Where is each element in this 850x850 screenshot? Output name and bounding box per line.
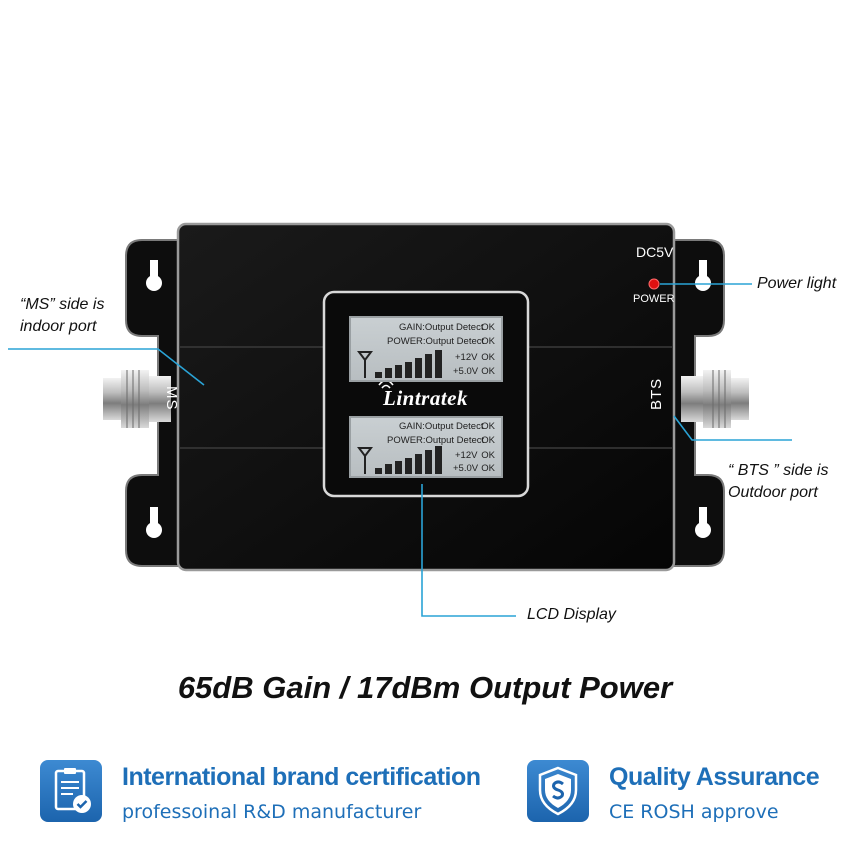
lcd-status: OK xyxy=(481,336,495,347)
lcd-row: +5.0V xyxy=(453,366,479,377)
callout-text: “ BTS ” side is xyxy=(728,462,829,479)
lcd-status: OK xyxy=(481,352,495,363)
callout-text: Outdoor port xyxy=(728,484,818,501)
lcd-row: GAIN:Output Detect xyxy=(399,322,484,333)
lcd-status: OK xyxy=(481,366,495,377)
lcd-callout: LCD Display xyxy=(527,606,616,623)
lcd-row: +12V xyxy=(455,450,478,461)
lcd-status: OK xyxy=(481,450,495,461)
signal-bars-icon xyxy=(357,350,442,378)
certificate-checklist-icon xyxy=(40,760,102,822)
bts-port-label: BTS xyxy=(648,377,665,410)
ms-connector xyxy=(103,370,171,428)
power-light-callout: Power light xyxy=(757,275,837,292)
shield-quality-icon xyxy=(527,760,589,822)
lcd-status: OK xyxy=(481,463,495,474)
dc5v-label: DC5V xyxy=(636,244,674,260)
lcd-screen-upper: GAIN:Output Detect OK POWER:Output Detec… xyxy=(349,316,503,382)
lcd-row: POWER:Output Detect xyxy=(387,336,485,347)
headline-spec: 65dB Gain / 17dBm Output Power xyxy=(177,670,673,705)
callout-text: indoor port xyxy=(20,318,97,335)
feature-title: Quality Assurance xyxy=(609,763,820,791)
lcd-status: OK xyxy=(481,322,495,333)
lcd-row: +5.0V xyxy=(453,463,479,474)
lcd-status: OK xyxy=(481,421,495,432)
bts-callout: “ BTS ” side is Outdoor port xyxy=(728,460,828,504)
callout-lines xyxy=(8,283,792,617)
feature-subtitle: professoinal R&D manufacturer xyxy=(122,801,422,823)
lcd-row: +12V xyxy=(455,352,478,363)
bts-connector xyxy=(681,370,749,428)
callout-text: “MS” side is xyxy=(20,296,105,313)
lcd-status: OK xyxy=(481,435,495,446)
keyhole-slots xyxy=(146,260,711,538)
power-led-label: POWER xyxy=(633,293,675,305)
feature-subtitle: CE ROSH approve xyxy=(609,801,779,823)
feature-title: International brand certification xyxy=(122,763,481,791)
lcd-screen-lower: GAIN:Output Detect OK POWER:Output Detec… xyxy=(349,416,503,478)
ms-callout: “MS” side is indoor port xyxy=(20,294,104,338)
brand-logo: Lintratek xyxy=(383,386,469,410)
power-led xyxy=(648,278,660,290)
lcd-row: POWER:Output Detect xyxy=(387,435,485,446)
lcd-row: GAIN:Output Detect xyxy=(399,421,484,432)
signal-bars-icon xyxy=(357,446,442,474)
ms-port-label: MS xyxy=(163,386,180,411)
